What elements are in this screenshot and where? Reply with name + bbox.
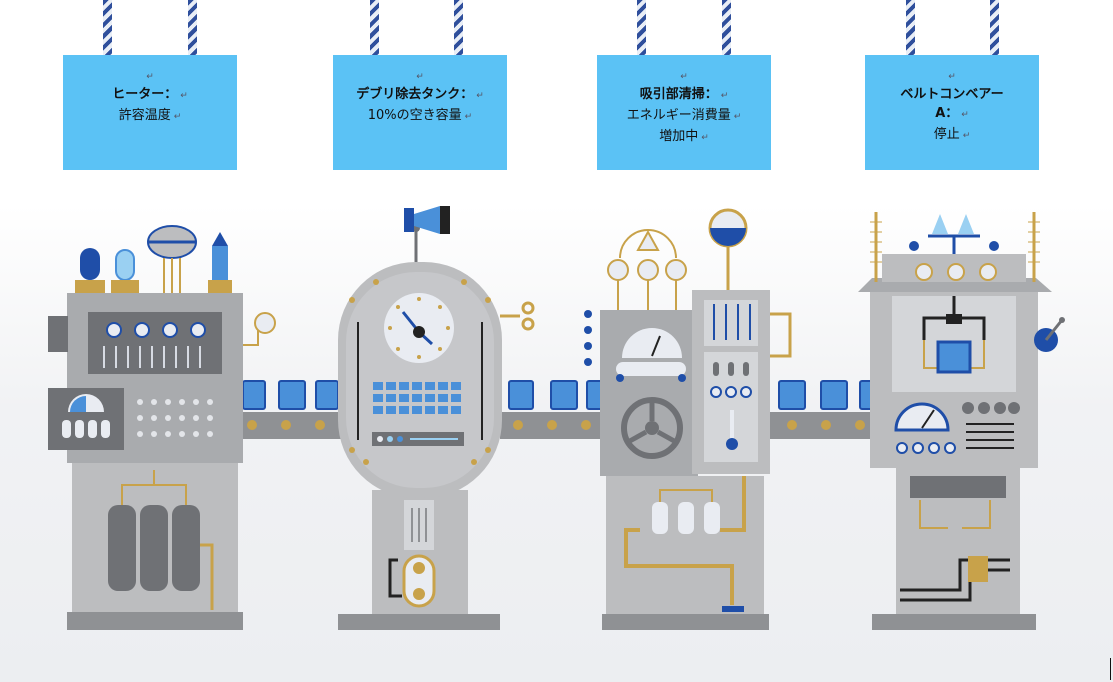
sign-1-rope-left (103, 0, 112, 55)
text-cursor (1110, 658, 1111, 680)
paragraph-mark: ↵ (146, 72, 154, 82)
sign-1-rope-right (188, 0, 197, 55)
conveyor-belt (238, 380, 876, 439)
suction-cleaner-status-sign: ↵ 吸引部清掃：↵ エネルギー消費量↵ 増加中↵ (597, 55, 771, 170)
sign-title: ヒーター： (112, 87, 178, 102)
sign-2-rope-right (454, 0, 463, 55)
sign-title: デブリ除去タンク： (356, 87, 474, 102)
paragraph-mark: ↵ (680, 72, 688, 82)
sign-title: ベルトコンベアー (900, 87, 1004, 102)
sign-line: A： (935, 106, 959, 121)
sign-title: 吸引部清掃： (639, 87, 718, 102)
sign-2-rope-left (370, 0, 379, 55)
sign-3-rope-right (722, 0, 731, 55)
sign-4-rope-right (990, 0, 999, 55)
sign-line: 10%の空き容量 (367, 108, 462, 123)
paragraph-mark: ↵ (416, 72, 424, 82)
debris-tank-machine (338, 206, 535, 630)
heater-machine (48, 225, 276, 630)
heater-status-sign: ↵ ヒーター：↵ 許容温度↵ (63, 55, 237, 170)
conveyor-status-sign: ↵ ベルトコンベアー A：↵ 停止↵ (865, 55, 1039, 170)
suction-cleaner-machine (584, 208, 792, 630)
sign-line: 許容温度 (118, 108, 171, 123)
paragraph-mark: ↵ (948, 72, 956, 82)
sign-line: エネルギー消費量 (626, 108, 731, 123)
sign-line: 停止 (933, 127, 960, 142)
debris-tank-status-sign: ↵ デブリ除去タンク：↵ 10%の空き容量↵ (333, 55, 507, 170)
sign-line: 増加中 (659, 129, 699, 144)
conveyor-control-machine (858, 212, 1065, 630)
sign-4-rope-left (906, 0, 915, 55)
sign-3-rope-left (637, 0, 646, 55)
